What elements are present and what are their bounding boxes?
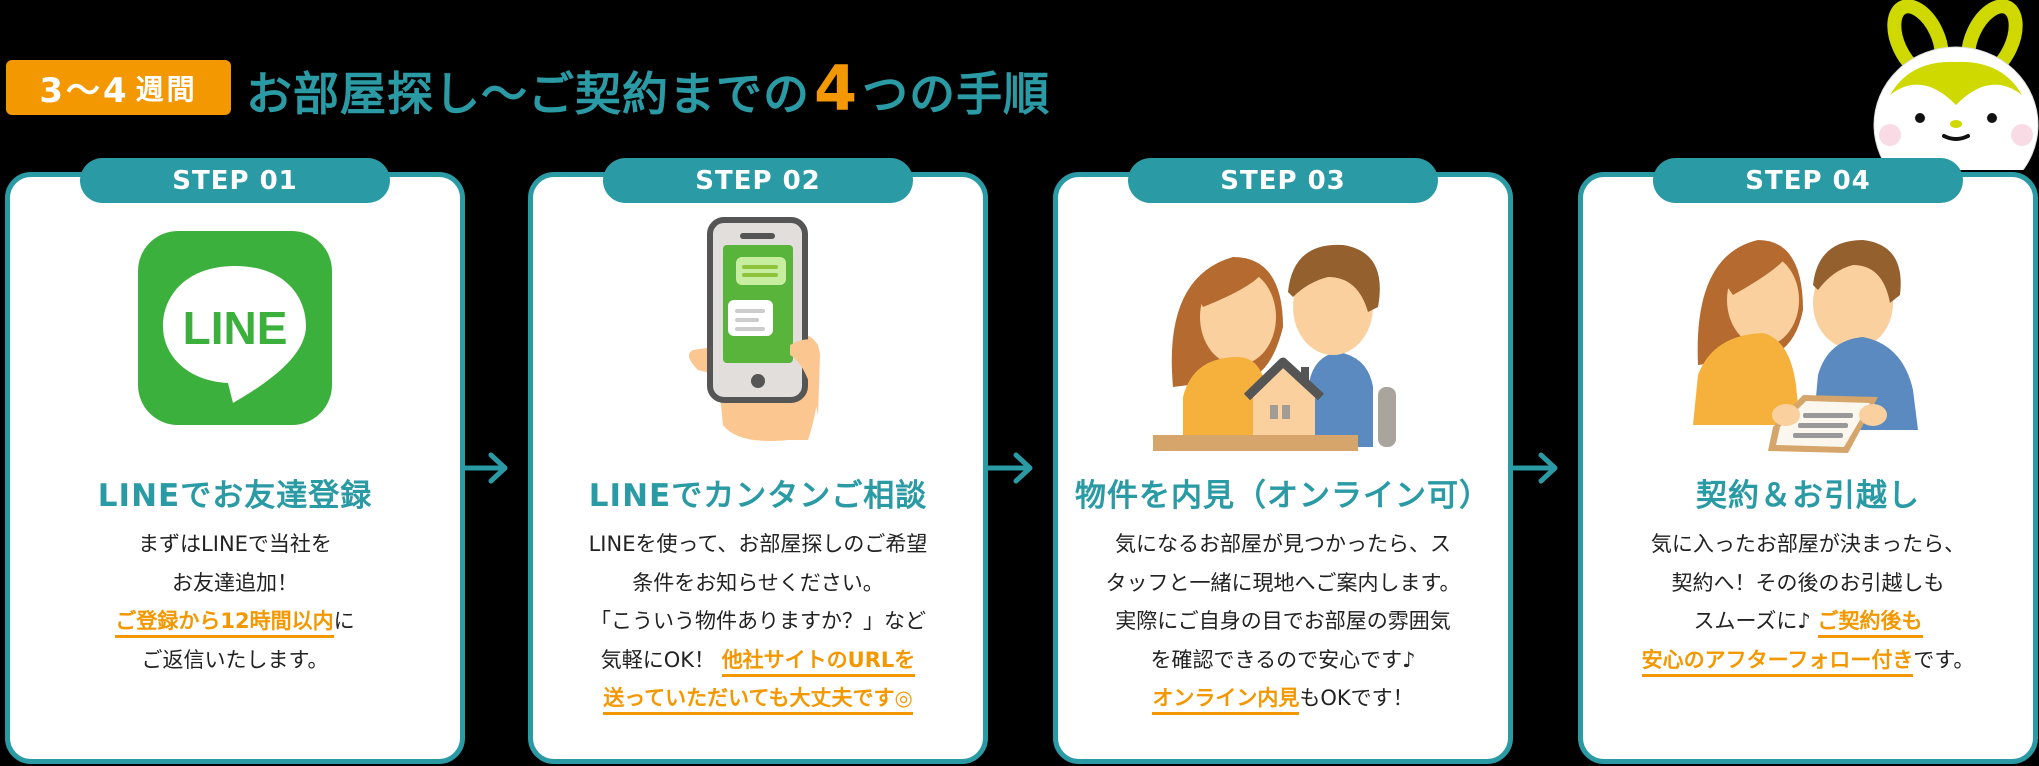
smartphone-chat-illustration [689,217,820,441]
highlight-text: オンライン内見 [1152,686,1300,715]
step-card-02: STEP 02 LINEでカンタンご相談 LINEを使って、お部屋探しのご希望条… [528,158,988,764]
description-line: 条件をお知らせください。 [533,564,983,603]
description-line: 安心のアフターフォロー付きです。 [1583,641,2033,680]
body-text: LINEを使って、お部屋探しのご希望 [588,532,928,556]
body-text: 実際にご自身の目でお部屋の雰囲気 [1115,609,1451,633]
description-line: お友達追加！ [10,564,460,603]
step-description: 気になるお部屋が見つかったら、スタッフと一緒に現地へご案内します。実際にご自身の… [1058,525,1508,718]
body-text: 「こういう物件ありますか？」など [590,609,926,633]
body-text: タッフと一緒に現地へご案内します。 [1105,570,1461,595]
body-text: 契約へ！その後のお引越しも [1671,570,1945,595]
step-heading: LINEでカンタンご相談 [588,478,928,514]
description-line: 実際にご自身の目でお部屋の雰囲気 [1058,602,1508,641]
highlight-text: 他社サイトのURLを [721,647,916,677]
description-line: ご返信いたします。 [10,641,460,680]
step-card-03: STEP 03 物件を内見（オンライン可） 気になるお部屋が見つかったら、スタッ… [1053,158,1513,764]
body-text: です。 [1913,647,1975,672]
body-text: ご返信いたします。 [141,647,329,672]
description-line: 気に入ったお部屋が決まったら、 [1583,525,2033,564]
step-heading: 契約＆お引越し [1696,478,1920,514]
description-line: LINEを使って、お部屋探しのご希望 [533,525,983,564]
description-line: 契約へ！その後のお引越しも [1583,564,2033,603]
title-suffix: つの手順 [862,67,1051,121]
highlight-text: 送っていただいても大丈夫です◎ [603,686,913,715]
description-line: オンライン内見もOKです！ [1058,679,1508,718]
highlight-text: ご契約後も [1817,609,1923,638]
body-text: スムーズに♪ [1693,609,1818,633]
step-badge: STEP 01 [80,158,390,203]
body-text: を確認できるので安心です♪ [1150,647,1416,672]
highlight-text: 安心のアフターフォロー付き [1641,647,1914,677]
step-badge: STEP 03 [1128,158,1438,203]
arrow-right-icon [988,452,1033,484]
body-text: お友達追加！ [172,570,298,595]
arrow-right-icon [463,452,508,484]
step-card-04: STEP 04 契約＆お引越し 気に入ったお部屋が決まったら、契約へ！その後のお… [1578,158,2038,764]
description-line: 気軽にOK！ 他社サイトのURLを [533,641,983,680]
description-line: まずはLINEで当社を [10,525,460,564]
step-description: まずはLINEで当社をお友達追加！ご登録から12時間以内にご返信いたします。 [10,525,460,679]
step-description: 気に入ったお部屋が決まったら、契約へ！その後のお引越しもスムーズに♪ ご契約後も… [1583,525,2033,679]
description-line: 送っていただいても大丈夫です◎ [533,679,983,718]
period-unit: 週間 [135,72,198,106]
body-text: もOKです！ [1299,686,1414,710]
body-text: 条件をお知らせください。 [632,570,884,595]
body-text: 気軽にOK！ [600,647,722,672]
highlight-text: ご登録から12時間以内 [115,609,334,638]
period-value: 3～4 [39,71,130,111]
description-line: タッフと一緒に現地へご案内します。 [1058,564,1508,603]
arrow-right-icon [1513,452,1558,484]
svg-text:LINE: LINE [183,302,288,354]
line-app-icon: LINE [138,231,332,425]
description-line: 気になるお部屋が見つかったら、ス [1058,525,1508,564]
step-badge: STEP 04 [1653,158,1963,203]
body-text: 気に入ったお部屋が決まったら、 [1650,532,1966,556]
mascot-character-icon [1873,0,2039,170]
step-badge: STEP 02 [603,158,913,203]
couple-signing-contract-illustration [1693,240,1918,453]
step-description: LINEを使って、お部屋探しのご希望条件をお知らせください。「こういう物件ありま… [533,525,983,718]
description-line: ご登録から12時間以内に [10,602,460,641]
title-prefix: お部屋探し～ご契約までの [246,67,810,121]
step-heading: LINEでお友達登録 [97,478,373,514]
couple-with-house-illustration [1153,244,1396,451]
title-number: 4 [814,52,859,125]
body-text: まずはLINEで当社を [138,532,332,556]
description-line: を確認できるので安心です♪ [1058,641,1508,680]
body-text: 気になるお部屋が見つかったら、ス [1115,532,1451,556]
period-badge: 3～4 週間 [6,60,231,115]
step-heading: 物件を内見（オンライン可） [1075,478,1491,514]
page-title: お部屋探し～ご契約までの 4 つの手順 [246,52,1051,125]
step-card-01: STEP 01 LINE LINEでお友達登録 まずはLINEで当社をお友達追加… [5,158,465,764]
description-line: スムーズに♪ ご契約後も [1583,602,2033,641]
description-line: 「こういう物件ありますか？」など [533,602,983,641]
body-text: に [333,609,355,633]
